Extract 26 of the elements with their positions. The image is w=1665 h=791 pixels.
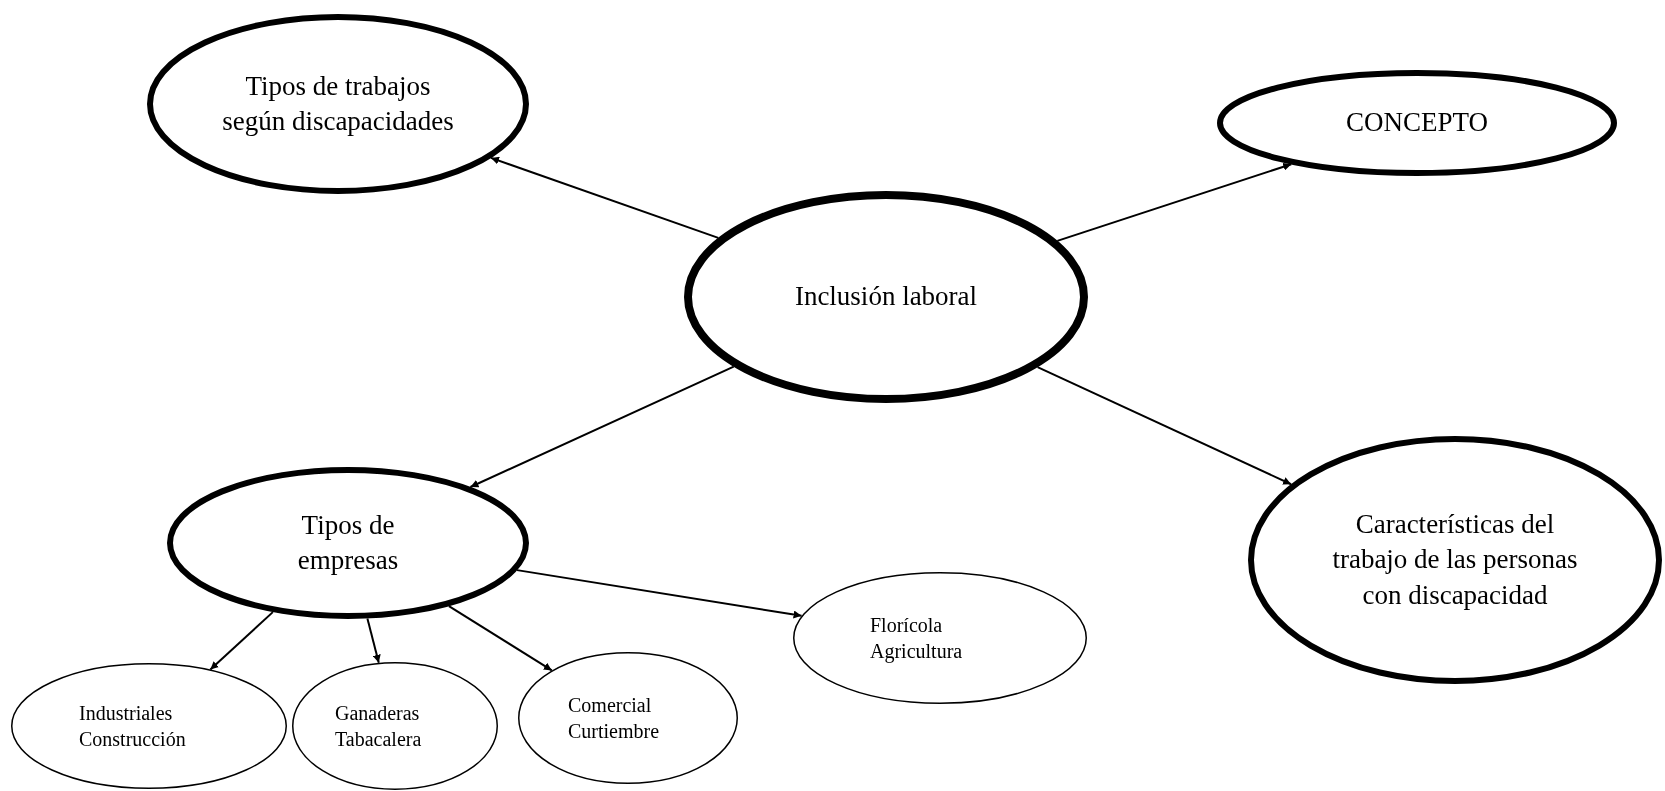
arrow [1056,162,1293,242]
concept-ellipse [1248,436,1662,684]
node-text: Industriales Construcción [79,701,187,752]
arrow [490,156,720,239]
node-text: CONCEPTO [1345,106,1489,140]
node-text: Ganaderas Tabacalera [335,701,423,752]
concept-ellipse [167,467,529,619]
concept-ellipse [793,572,1087,704]
concept-ellipse [684,191,1088,403]
concept-ellipse [518,652,738,784]
node-text: Florícola Agricultura [870,613,964,664]
concept-ellipse [1217,70,1617,176]
node-text: Inclusión laboral [793,280,979,314]
node-text: Tipos de empresas [296,508,400,577]
arrow [469,365,735,488]
node-text: Comercial Curtiembre [568,693,661,744]
arrow [366,617,381,664]
node-text: Tipos de trabajos según discapacidades [221,69,455,138]
concept-ellipse [147,14,529,194]
arrow [1036,366,1293,486]
arrow [209,611,274,671]
concept-ellipse [11,663,287,789]
arrow [447,605,553,672]
arrow [516,569,803,619]
concept-ellipse [292,662,498,790]
node-text: Características del trabajo de las personas con discapacidad [1331,508,1579,612]
